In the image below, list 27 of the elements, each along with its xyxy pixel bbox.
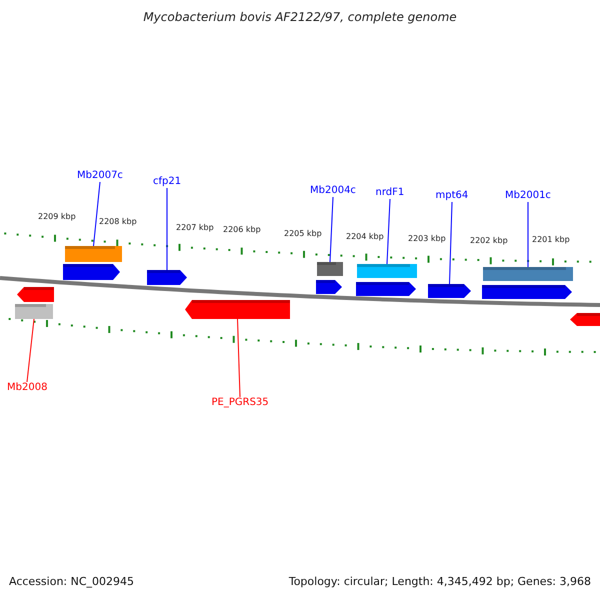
gene-label: Mb2001c — [505, 191, 551, 201]
gene-label: Mb2008 — [7, 383, 48, 393]
gene-label: nrdF1 — [376, 188, 404, 198]
leader-line — [26, 318, 34, 382]
leader-line — [166, 188, 168, 270]
gene-label: mpt64 — [436, 191, 468, 201]
leader-line — [93, 182, 100, 246]
gene-label: PE_PGRS35 — [212, 398, 269, 408]
footer-text: Accession: NC_002945 — [9, 576, 134, 587]
scale-label: 2207 kbp — [176, 224, 214, 232]
gene-label: Mb2007c — [77, 171, 123, 181]
scale-label: 2208 kbp — [99, 218, 137, 226]
footer-text: Topology: circular; Length: 4,345,492 bp; Genes: 3,968 — [288, 576, 591, 587]
leader-line — [386, 198, 390, 264]
scale-label: 2203 kbp — [408, 235, 446, 243]
leader-line — [449, 202, 452, 284]
leader-line — [330, 196, 334, 262]
gene-label: Mb2004c — [310, 186, 356, 196]
scale-label: 2206 kbp — [223, 226, 261, 234]
gene-label: cfp21 — [153, 177, 182, 187]
scale-label: 2202 kbp — [470, 237, 508, 245]
scale-label: 2209 kbp — [38, 213, 76, 221]
title: Mycobacterium bovis AF2122/97, complete genome — [142, 11, 458, 23]
scale-label: 2205 kbp — [284, 230, 322, 238]
leader-line — [237, 318, 240, 398]
scale-label: 2204 kbp — [346, 233, 384, 241]
scale-label: 2201 kbp — [532, 236, 570, 244]
